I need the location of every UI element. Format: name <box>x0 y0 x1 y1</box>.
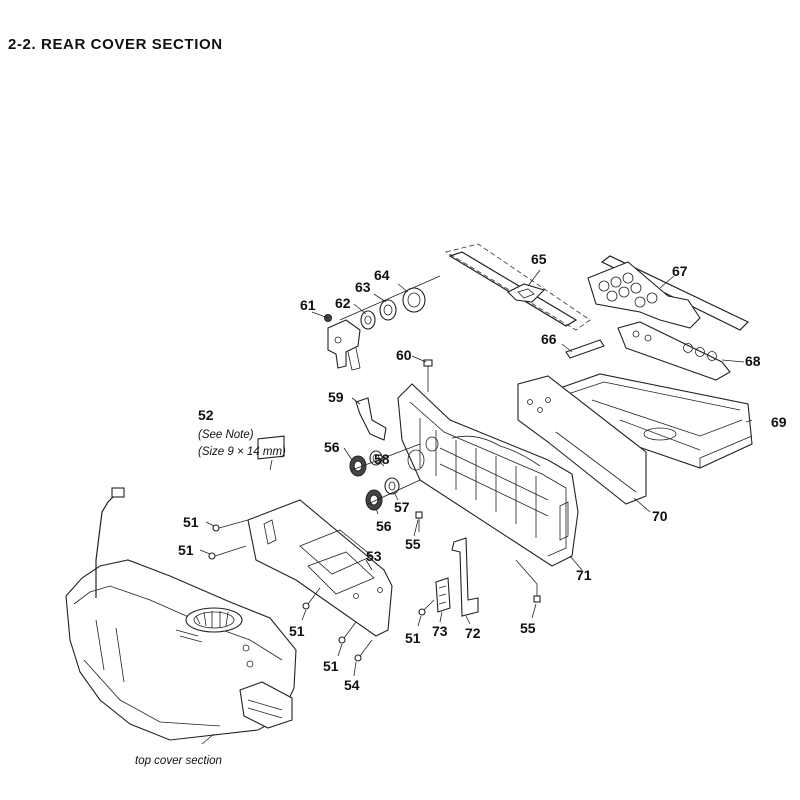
callout-56-upper: 56 <box>324 439 340 455</box>
part-64-dial <box>402 287 426 313</box>
callout-54: 54 <box>344 677 360 693</box>
screw-51-d <box>338 621 357 644</box>
callout-53: 53 <box>366 548 382 564</box>
part-61-bracket <box>324 314 361 371</box>
callout-71: 71 <box>576 567 592 583</box>
callout-57: 57 <box>394 499 410 515</box>
callout-64: 64 <box>374 267 390 283</box>
screw-51-a <box>212 519 249 532</box>
part-73-connector <box>435 577 451 613</box>
callout-66: 66 <box>541 331 557 347</box>
screw-51-e <box>418 599 435 616</box>
callout-62: 62 <box>335 295 351 311</box>
page-title: 2-2. REAR COVER SECTION <box>8 36 223 53</box>
callout-60: 60 <box>396 347 412 363</box>
note-52-line1: (See Note) <box>198 429 254 441</box>
part-56-gear-upper <box>349 455 367 477</box>
callout-68: 68 <box>745 353 761 369</box>
part-56-gear-lower <box>365 489 383 511</box>
part-57-ring <box>384 477 400 495</box>
part-66-pad <box>565 339 605 359</box>
callout-51-d: 51 <box>323 658 339 674</box>
callout-55-upper: 55 <box>405 536 421 552</box>
callout-51-a: 51 <box>183 514 199 530</box>
callout-51-c: 51 <box>289 623 305 639</box>
screw-54 <box>354 639 373 662</box>
part-62-gear <box>360 310 376 330</box>
part-72-bracket <box>451 537 479 617</box>
callout-51-e: 51 <box>405 630 421 646</box>
part-60-screw <box>423 359 433 392</box>
screw-55-b <box>515 559 541 603</box>
screw-51-b <box>208 545 247 560</box>
screw-51-c <box>302 587 321 610</box>
callout-67: 67 <box>672 263 688 279</box>
callout-55-lower: 55 <box>520 620 536 636</box>
part-71-rear-frame <box>397 383 579 567</box>
note-52-line2: (Size 9 × 14 mm) <box>198 446 286 458</box>
part-59-tape <box>355 397 387 441</box>
note-52-number: 52 <box>198 407 214 423</box>
part-67-strip <box>587 255 750 331</box>
part-65-sheet <box>444 243 591 331</box>
leader-lines <box>199 269 753 745</box>
part-63-washer <box>379 299 397 321</box>
callout-70: 70 <box>652 508 668 524</box>
callout-58: 58 <box>374 451 390 467</box>
callout-59: 59 <box>328 389 344 405</box>
callout-69: 69 <box>771 414 787 430</box>
callout-63: 63 <box>355 279 371 295</box>
axis-line-61-64 <box>339 275 441 321</box>
part-53-bracket-plate <box>247 499 393 637</box>
callout-61: 61 <box>300 297 316 313</box>
callout-65: 65 <box>531 251 547 267</box>
callout-73: 73 <box>432 623 448 639</box>
part-68-key-sheet <box>617 321 731 381</box>
callout-51-b: 51 <box>178 542 194 558</box>
part-69-rear-tray <box>559 373 753 469</box>
callout-56-lower: 56 <box>376 518 392 534</box>
top-cover-caption: top cover section <box>135 755 222 767</box>
callout-72: 72 <box>465 625 481 641</box>
screw-55-a <box>415 511 423 532</box>
part-52-label <box>257 435 285 460</box>
top-cover-section-body <box>65 487 297 741</box>
